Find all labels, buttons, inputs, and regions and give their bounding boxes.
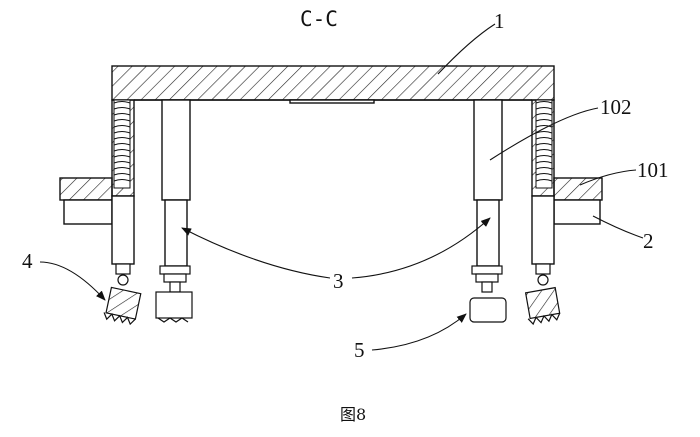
right-block [553,199,601,225]
label-101: 101 [637,158,669,182]
leader-3-left [181,227,331,279]
right-cylinder-rod [476,199,500,267]
label-1: 1 [494,9,505,33]
left-block [63,199,113,225]
label-4: 4 [22,249,33,273]
label-5: 5 [354,338,365,362]
left-cylinder-body [161,99,191,201]
blocks-2 [63,199,601,225]
figure-caption: 图8 [340,405,366,424]
section-title: C-C [300,7,338,31]
label-2: 2 [643,229,654,253]
leader-lines [39,23,644,351]
leader-2 [592,215,644,239]
leader-3-right [351,217,491,279]
leader-5 [371,313,467,351]
top-beam [111,65,555,101]
right-bracket [553,177,603,201]
leader-102 [489,107,599,161]
inner-head-5 [469,265,507,323]
left-bracket [59,177,113,201]
right-cylinder-body [473,99,503,201]
tool-head-4-left [103,263,142,326]
leader-101 [579,169,637,186]
tool-head-4-right [524,263,561,326]
label-3: 3 [333,269,344,293]
left-cylinder-rod [164,199,188,267]
leader-4 [39,261,106,301]
label-102: 102 [600,95,632,119]
leader-1 [437,23,496,75]
right-spring [535,99,553,189]
side-brackets-101 [59,177,603,201]
inner-head-left [155,265,193,323]
cylinders-102 [161,99,503,267]
center-slot [289,99,375,104]
left-spring [113,99,131,189]
